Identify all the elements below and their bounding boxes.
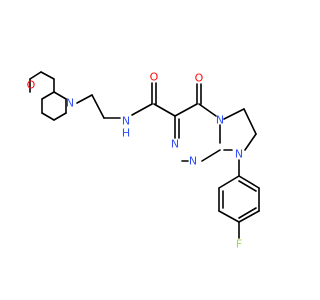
bond	[40, 71, 55, 80]
bond	[238, 207, 257, 219]
molecule-structure: O N N H O O N N N N F	[27, 71, 260, 251]
bond	[201, 149, 221, 162]
bond	[218, 175, 240, 189]
bond	[91, 94, 105, 119]
hydrogen-atom-amide: H	[122, 127, 130, 140]
bond	[131, 103, 153, 116]
bond	[238, 210, 260, 223]
nitrogen-atom-ring-c: N	[189, 155, 197, 168]
bond	[41, 91, 55, 100]
bond	[29, 71, 42, 80]
nitrogen-atom-amide: N	[122, 115, 130, 128]
bond	[174, 103, 198, 117]
fluorophenyl-ring	[218, 159, 260, 239]
bond	[244, 133, 257, 151]
bond	[223, 108, 245, 120]
nitrogen-atom-ring-a: N	[216, 114, 224, 127]
nitrogen-atom-morpholine: N	[66, 97, 74, 110]
nitrogen-atom-ring-b: N	[171, 138, 179, 151]
bond	[238, 180, 257, 192]
bond	[218, 210, 240, 223]
triazinone-ring	[174, 83, 221, 162]
oxygen-atom-ketone: O	[195, 72, 204, 85]
morpholine-ring	[29, 71, 67, 121]
imidazoline-ring	[223, 108, 257, 151]
bond	[41, 112, 55, 121]
bond	[238, 175, 260, 189]
bond	[76, 94, 93, 104]
bond	[53, 112, 67, 121]
nitrogen-atom-aryl: N	[235, 148, 243, 161]
bond	[153, 103, 176, 117]
oxygen-atom-amide: O	[150, 71, 159, 84]
bond	[198, 103, 217, 117]
ethyl-linker	[76, 94, 121, 119]
bond	[243, 108, 257, 135]
bond	[53, 91, 67, 100]
atom-labels: O N N H O O N N N N F	[27, 71, 243, 251]
oxygen-atom-morpholine: O	[27, 79, 36, 92]
fluorine-atom: F	[236, 238, 242, 251]
amide-group	[131, 82, 176, 117]
